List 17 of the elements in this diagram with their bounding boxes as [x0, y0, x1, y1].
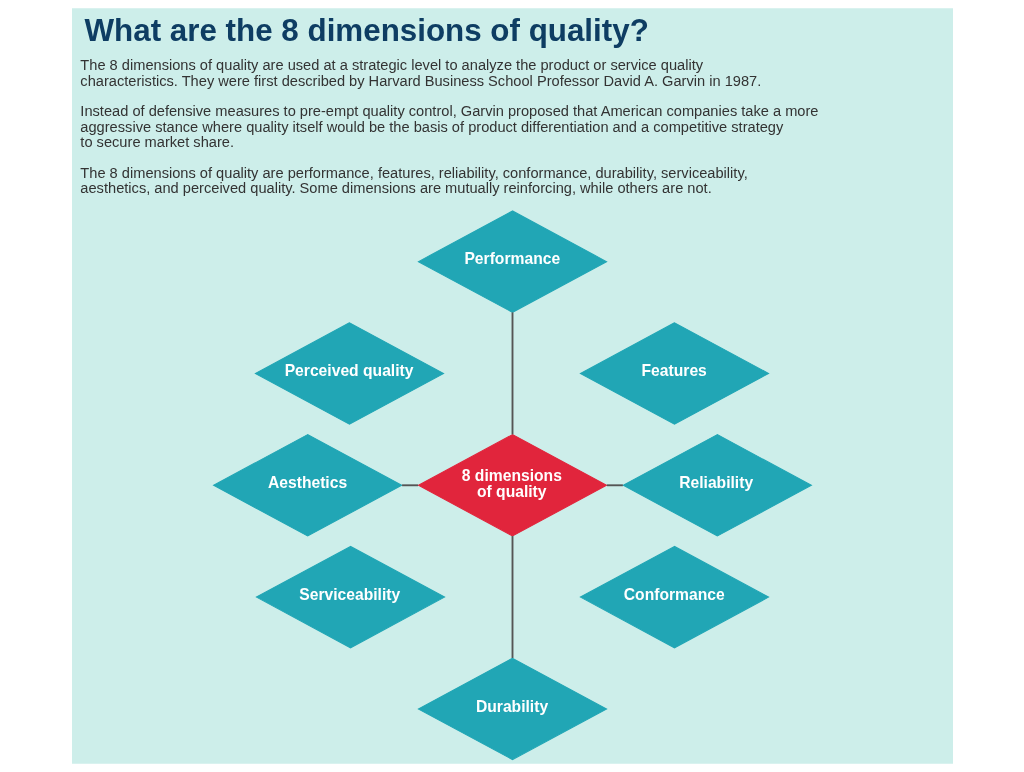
- node-diamond: Aesthetics: [212, 434, 403, 537]
- connector: [605, 484, 624, 487]
- connector: [511, 535, 513, 659]
- node-diamond: Perceived quality: [253, 322, 445, 425]
- label: Instead of defensive measures to pre-empt quality control, Garvin proposed that American companies take a more aggressive stance where quality itself would be the basis of product differentiation and a competitive strategy to secure market share.: [79, 103, 818, 151]
- connector: [400, 484, 419, 487]
- connector: [511, 311, 513, 436]
- node-diamond: Durability: [416, 657, 608, 761]
- label: The 8 dimensions of quality are performance, features, reliability, conformance, durability, serviceability, aesthetics, and perceived quality. Some dimensions are mutually reinforcing, while others are not.: [79, 164, 748, 197]
- node-diamond: Features: [578, 322, 770, 425]
- node-diamond: Performance: [416, 210, 608, 313]
- diagram-title: What are the 8 dimensions of quality?: [84, 12, 649, 48]
- node-diamond: Serviceability: [254, 545, 446, 649]
- node-diamond: Conformance: [578, 545, 770, 649]
- node-diamond: Reliability: [621, 434, 812, 537]
- node-diamond: 8 dimensions of quality: [416, 434, 608, 537]
- label: The 8 dimensions of quality are used at a strategic level to analyze the product or service quality characteristics. They were first described by Harvard Business School Professor David A. Garvin in 1987.: [79, 57, 761, 89]
